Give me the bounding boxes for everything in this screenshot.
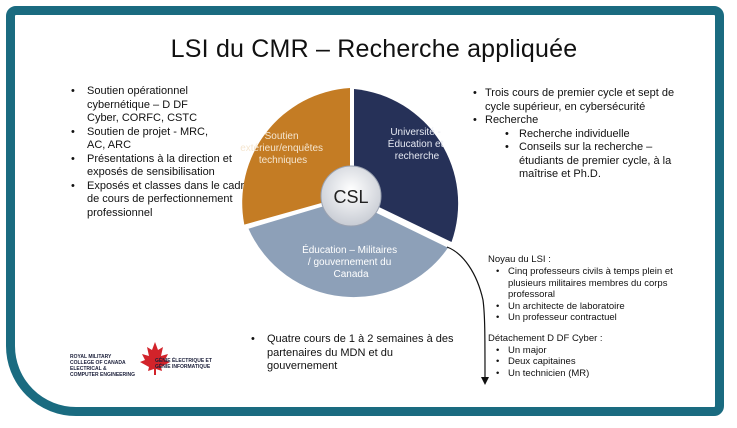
slide-frame: LSI du CMR – Recherche appliquée Soutien… [6,6,724,416]
rmc-logo-text: ROYAL MILITARY COLLEGE OF CANADA ELECTRI… [70,354,136,378]
noyau-list: Cinq professeurs civils à temps plein et… [488,266,688,324]
right-sub-bullet-2: Conseils sur la recherche – étudiants de… [473,141,683,182]
detachement-item-2: Deux capitaines [488,356,688,368]
segment-label-education: Éducation – Militaires / gouvernement du… [302,243,400,280]
bottom-bullet-list: Quatre cours de 1 à 2 semaines à des par… [247,333,457,374]
noyau-item-1: Cinq professeurs civils à temps plein et… [488,266,688,301]
right-bullet-1: Trois cours de premier cycle et sept de … [473,87,683,114]
noyau-item-3: Un professeur contractuel [488,312,688,324]
maple-leaf-icon [140,342,170,375]
left-bullet-list: Soutien opérationnel cybernétique – D DF… [67,85,252,220]
csl-center-circle [320,165,382,227]
detachement-item-1: Un major [488,345,688,357]
detachement-list: Un major Deux capitaines Un technicien (… [488,345,688,380]
bottom-bullet-1: Quatre cours de 1 à 2 semaines à des par… [247,333,457,374]
detachement-title: Détachement D DF Cyber : [488,332,603,344]
left-bullet-4: Exposés et classes dans le cadre de cour… [67,180,257,221]
genie-logo-text: GÉNIE ÉLECTRIQUE ET GÉNIE INFORMATIQUE [155,358,212,370]
left-bullet-1: Soutien opérationnel cybernétique – D DF… [67,85,217,126]
segment-label-soutien: Soutien extérieur/enquêtes techniques [240,131,326,166]
noyau-box: Noyau du LSI : Cinq professeurs civils à… [488,254,688,379]
pie-segment-education [248,199,448,298]
csl-label: CSL [333,187,368,207]
noyau-title: Noyau du LSI : [488,254,551,265]
slide-title: LSI du CMR – Recherche appliquée [170,35,578,63]
left-bullet-2: Soutien de projet - MRC, AC, ARC [67,126,217,153]
rmc-ece-logo: ROYAL MILITARY COLLEGE OF CANADA ELECTRI… [70,340,212,392]
right-bullet-list: Trois cours de premier cycle et sept de … [473,87,683,182]
connector-arrow [446,246,486,382]
detachement-item-3: Un technicien (MR) [488,368,688,380]
segment-label-universite: Université - Éducation et recherche [388,127,446,162]
right-sub-bullet-1: Recherche individuelle [473,128,683,142]
left-bullet-3: Présentations à la direction et exposés … [67,153,252,180]
arrowhead [481,377,489,385]
lsi-pie-diagram: CSL Soutien extérieur/enquêtes technique… [240,88,489,385]
noyau-item-2: Un architecte de laboratoire [488,301,688,313]
right-bullet-2: Recherche [473,114,683,128]
